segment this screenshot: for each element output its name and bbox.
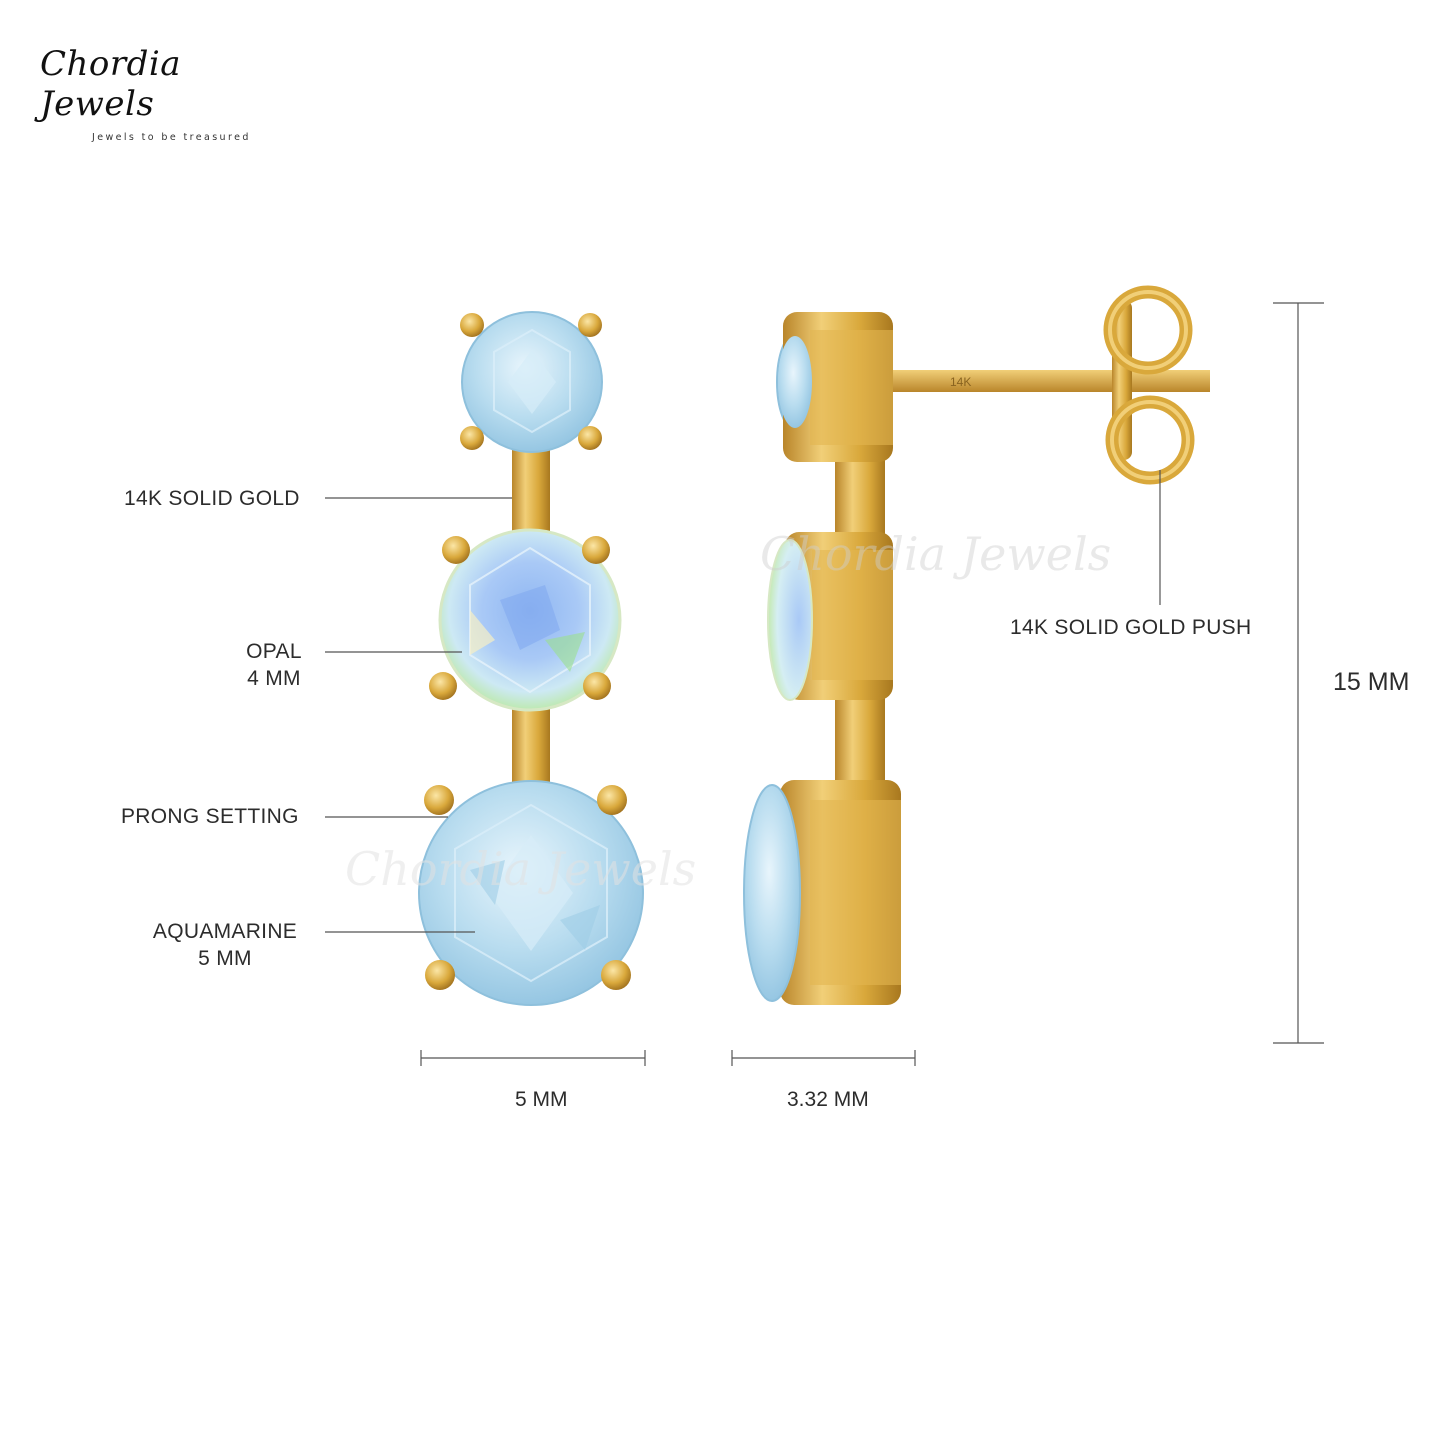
label-opal-size: 4 MM xyxy=(247,667,301,690)
karat-stamp: 14K xyxy=(950,375,971,389)
front-view xyxy=(418,311,644,1006)
watermark-center: Chordia Jewels xyxy=(760,527,1111,581)
opal-stone xyxy=(438,528,622,712)
label-setting: PRONG SETTING xyxy=(121,805,299,828)
side-bar-upper xyxy=(835,448,885,538)
label-opal: OPAL 4 MM xyxy=(230,638,318,692)
label-aquamarine: AQUAMARINE 5 MM xyxy=(140,918,310,972)
dim-height: 15 MM xyxy=(1333,668,1410,696)
earring-post xyxy=(890,370,1210,392)
side-bar-lower xyxy=(835,690,885,785)
dim-side-depth: 3.32 MM xyxy=(787,1088,869,1111)
side-opal-setting xyxy=(767,532,893,701)
bottom-prongs xyxy=(424,785,631,990)
top-prongs xyxy=(460,313,602,450)
brand-logo: Chordia Jewels Jewels to be treasured xyxy=(40,44,260,143)
side-view: 14K xyxy=(743,285,1210,1005)
label-aquamarine-name: AQUAMARINE xyxy=(152,920,298,943)
opal-prongs xyxy=(429,536,611,700)
label-metal: 14K SOLID GOLD xyxy=(124,487,300,510)
side-top-setting xyxy=(776,312,893,462)
watermark-left: Chordia Jewels xyxy=(345,842,696,896)
dim-front-width: 5 MM xyxy=(515,1088,568,1111)
brand-tagline: Jewels to be treasured xyxy=(92,132,251,143)
height-dimension xyxy=(1273,302,1324,1044)
top-aquamarine-stone xyxy=(461,311,603,453)
label-aquamarine-size: 5 MM xyxy=(198,947,252,970)
side-bottom-setting xyxy=(743,780,901,1005)
bottom-aquamarine-stone xyxy=(418,780,644,1006)
brand-name: Chordia Jewels xyxy=(40,44,182,124)
dimension-lines xyxy=(420,302,1324,1066)
butterfly-push-back xyxy=(1103,285,1195,485)
label-push: 14K SOLID GOLD PUSH xyxy=(1010,616,1252,639)
front-width-dimension xyxy=(420,1050,646,1066)
side-depth-dimension xyxy=(731,1050,916,1066)
leader-lines xyxy=(325,470,1161,933)
label-opal-name: OPAL xyxy=(246,640,302,663)
